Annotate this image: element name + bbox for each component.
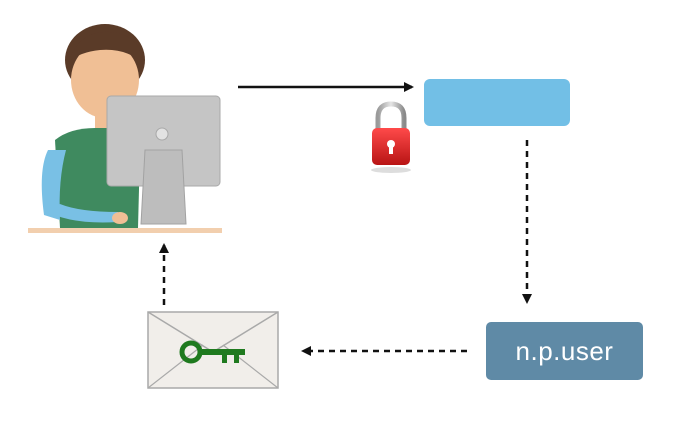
lock-keyhole-slot — [389, 145, 393, 154]
monitor-logo — [155, 127, 169, 141]
envelope-bottom-folds — [147, 344, 204, 389]
key-icon — [179, 340, 245, 364]
lock-shackle — [375, 101, 407, 134]
arm-sleeve — [41, 150, 66, 220]
user-box-label: n.p.user — [515, 335, 614, 366]
hair-fringe — [68, 31, 142, 62]
key-tooth-1 — [222, 355, 227, 363]
person-at-computer-icon — [28, 24, 222, 233]
user-box: n.p.user — [486, 322, 643, 380]
key-shaft — [199, 349, 245, 355]
monitor-stand — [140, 149, 187, 225]
lock-shadow — [371, 167, 411, 173]
desk — [28, 228, 222, 233]
forearm — [44, 204, 118, 223]
server-box — [424, 79, 570, 126]
hand — [112, 212, 128, 224]
key-tooth-2 — [234, 355, 239, 363]
padlock-icon — [371, 101, 411, 173]
